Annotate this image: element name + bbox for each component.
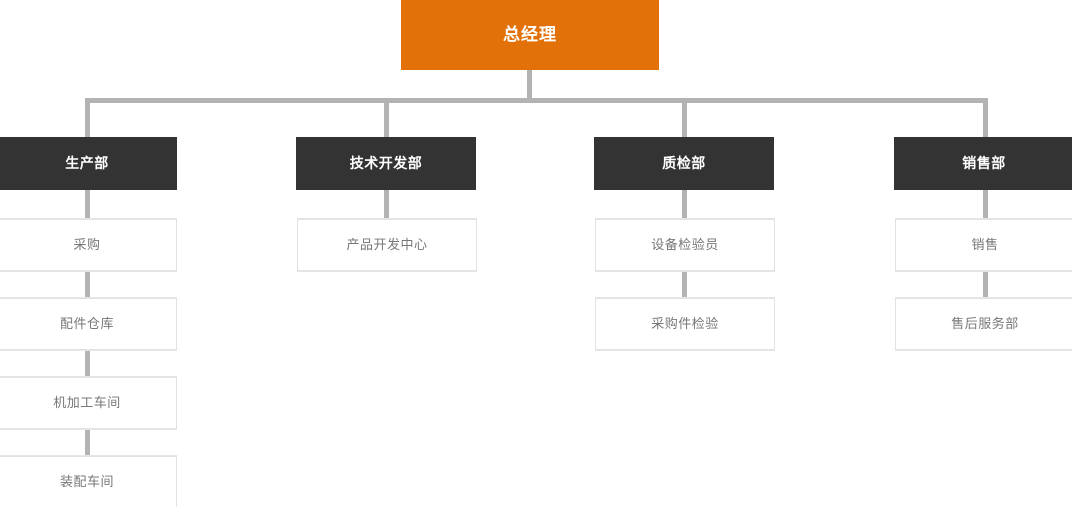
node-department-production[interactable]: 生产部 (0, 137, 177, 190)
connector-horizontal-bus (85, 98, 988, 103)
connector-col1-child1-to-child2 (85, 270, 90, 299)
node-child-assembly-workshop[interactable]: 装配车间 (0, 456, 177, 507)
connector-col1-child3-to-child4 (85, 428, 90, 457)
connector-drop-col4 (983, 98, 988, 138)
connector-drop-col1 (85, 98, 90, 138)
connector-col3-dept-to-child1 (682, 189, 687, 220)
connector-drop-col3 (682, 98, 687, 138)
node-child-sales[interactable]: 销售 (895, 219, 1072, 271)
node-department-quality-inspection[interactable]: 质检部 (594, 137, 774, 190)
node-child-product-development-center[interactable]: 产品开发中心 (297, 219, 477, 271)
connector-col1-dept-to-child1 (85, 189, 90, 220)
connector-col1-child2-to-child3 (85, 349, 90, 378)
node-root-general-manager[interactable]: 总经理 (401, 0, 659, 70)
node-child-equipment-inspector[interactable]: 设备检验员 (595, 219, 775, 271)
node-child-machining-workshop[interactable]: 机加工车间 (0, 377, 177, 429)
connector-col2-dept-to-child1 (384, 189, 389, 220)
node-department-sales[interactable]: 销售部 (894, 137, 1072, 190)
connector-col4-child1-to-child2 (983, 270, 988, 299)
connector-drop-col2 (384, 98, 389, 138)
node-child-after-sales-service[interactable]: 售后服务部 (895, 298, 1072, 350)
node-child-parts-warehouse[interactable]: 配件仓库 (0, 298, 177, 350)
node-child-purchasing[interactable]: 采购 (0, 219, 177, 271)
node-department-tech-development[interactable]: 技术开发部 (296, 137, 476, 190)
connector-col4-dept-to-child1 (983, 189, 988, 220)
connector-root-stem (527, 69, 532, 102)
node-child-purchased-parts-inspection[interactable]: 采购件检验 (595, 298, 775, 350)
connector-col3-child1-to-child2 (682, 270, 687, 299)
